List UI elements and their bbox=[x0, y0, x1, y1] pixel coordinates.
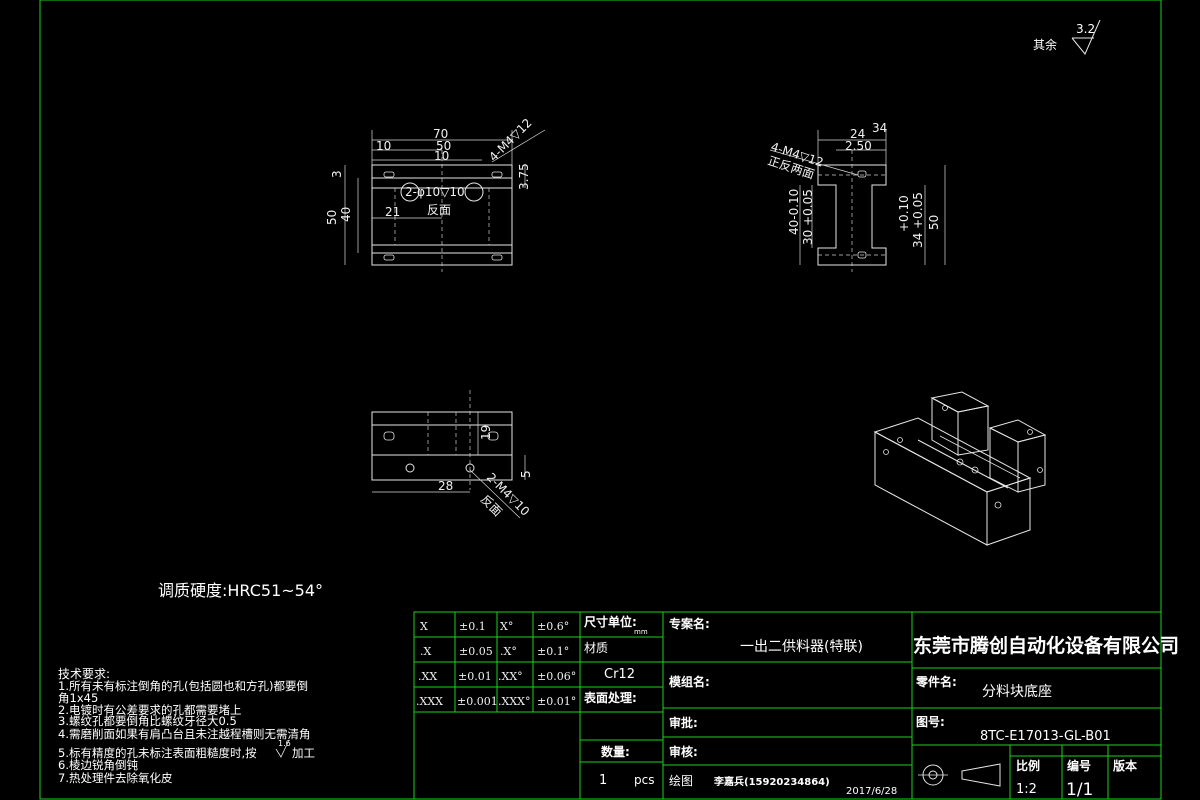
tol-r1-c4: ±0.6° bbox=[537, 620, 569, 633]
unit-label: 尺寸单位: bbox=[584, 614, 637, 629]
tol-r4-c3: .XXX° bbox=[498, 695, 531, 708]
front-dim-10a: 10 bbox=[376, 139, 391, 153]
tol-r3-c3: .XX° bbox=[498, 670, 523, 683]
surface-finish-label: 其余 bbox=[1033, 37, 1057, 52]
tol-r2-c4: ±0.1° bbox=[537, 645, 569, 658]
drawn-by: 李嘉兵(15920234864) bbox=[713, 775, 830, 788]
tech-line-1b: 角1x45 bbox=[58, 691, 98, 705]
drawn-date: 2017/6/28 bbox=[846, 786, 897, 797]
bottom-dim-19: 19 bbox=[479, 425, 493, 440]
front-dim-70: 70 bbox=[433, 127, 448, 141]
number-value: 1/1 bbox=[1066, 780, 1093, 800]
tol-r3-c1: .XX bbox=[418, 670, 437, 683]
isometric-view bbox=[873, 391, 1047, 546]
module-label: 模组名: bbox=[669, 674, 710, 689]
tech-line-5: 5.标有精度的孔未标注表面粗糙度时,按 bbox=[58, 746, 257, 760]
tech-line-4: 4.需磨削面如果有肩凸台且未注越程槽则无需清角 bbox=[58, 727, 310, 741]
bottom-hole-right bbox=[465, 463, 475, 473]
side-dim-tol: +0.10 bbox=[897, 195, 911, 232]
front-dim-3: 3 bbox=[330, 170, 344, 178]
tech-line-1: 1.所有未有标注倒角的孔(包括圆也和方孔)都要倒 bbox=[58, 679, 308, 693]
qty-value: 1 bbox=[599, 773, 607, 788]
scale-value: 1:2 bbox=[1016, 782, 1037, 797]
scale-label: 比例 bbox=[1016, 758, 1040, 773]
roughness-check-icon bbox=[1071, 19, 1101, 55]
projection-symbol-icon bbox=[918, 763, 1001, 787]
tech-line-3: 3.螺纹孔都要倒角比螺纹牙径大0.5 bbox=[58, 714, 237, 728]
side-dim-50: 50 bbox=[927, 215, 941, 230]
front-dim-reverse: 反面 bbox=[427, 203, 451, 217]
material-value: Cr12 bbox=[604, 667, 635, 682]
part-value: 分料块底座 bbox=[982, 684, 1052, 700]
qty-unit: pcs bbox=[634, 773, 654, 787]
title-block: X ±0.1 X° ±0.6° .X ±0.05 .X° ±0.1° .XX ±… bbox=[413, 611, 1179, 800]
front-dim-holes: 2-φ10▽10 bbox=[405, 185, 465, 199]
side-dim-30: 30 +0.05 bbox=[801, 189, 815, 245]
tech-line-7: 7.热处理件去除氧化皮 bbox=[58, 771, 173, 785]
side-view-outline bbox=[817, 164, 887, 266]
tol-r1-c1: X bbox=[420, 620, 428, 633]
company-name: 东莞市腾创自动化设备有限公司 bbox=[913, 634, 1179, 657]
side-dim-34: 34 bbox=[872, 121, 887, 135]
surface-finish-symbol: 其余 3.2 bbox=[1033, 19, 1101, 55]
tech-roughness-suffix: 加工 bbox=[292, 746, 315, 760]
front-dim-3-75: 3.75 bbox=[517, 163, 531, 190]
front-dim-40: 40 bbox=[339, 207, 353, 222]
tol-r3-c2: ±0.01 bbox=[458, 670, 492, 683]
tol-r2-c1: .X bbox=[420, 645, 431, 658]
tol-r4-c4: ±0.01° bbox=[537, 695, 576, 708]
tech-line-6: 6.棱边锐角倒钝 bbox=[58, 758, 138, 772]
tech-requirements: 技术要求: 1.所有未有标注倒角的孔(包括圆也和方孔)都要倒 角1x45 2.电… bbox=[58, 667, 315, 785]
tol-r2-c2: ±0.05 bbox=[459, 645, 493, 658]
side-dim-2-50: 2.50 bbox=[845, 139, 872, 153]
side-view: 24 34 2.50 4-M4▽12 正反两面 40-0.10 30 +0.05… bbox=[766, 121, 946, 272]
surface-finish-value: 3.2 bbox=[1076, 22, 1095, 36]
front-dim-10b: 10 bbox=[434, 149, 449, 163]
drawing-no-value: 8TC-E17013-GL-B01 bbox=[980, 729, 1111, 744]
tol-r1-c3: X° bbox=[500, 620, 513, 633]
hardness-note: 调质硬度:HRC51~54° bbox=[158, 581, 323, 600]
project-label: 专案名: bbox=[669, 616, 710, 631]
side-dim-40: 40-0.10 bbox=[787, 189, 801, 235]
material-label: 材质 bbox=[584, 641, 608, 655]
bottom-dim-28: 28 bbox=[438, 479, 453, 493]
tol-r4-c2: ±0.001 bbox=[457, 695, 498, 708]
front-hole-left bbox=[400, 182, 420, 202]
front-view: 70 50 10 10 4-M4▽12 3 3.75 50 40 21 2-φ1… bbox=[325, 116, 546, 272]
surface-label: 表面处理: bbox=[583, 690, 637, 705]
tech-requirements-title: 技术要求: bbox=[58, 667, 110, 681]
check-label: 审批: bbox=[669, 715, 698, 730]
bottom-view: 19 28 5 2-M4▽10 反面 bbox=[371, 390, 533, 519]
front-dim-50-vert: 50 bbox=[325, 210, 339, 225]
version-label: 版本 bbox=[1113, 758, 1137, 773]
qty-label: 数量: bbox=[601, 744, 630, 759]
tol-r3-c4: ±0.06° bbox=[537, 670, 576, 683]
number-label: 编号 bbox=[1066, 758, 1091, 773]
front-hole-right bbox=[464, 182, 484, 202]
part-label: 零件名: bbox=[915, 674, 957, 689]
tol-r4-c1: .XXX bbox=[416, 695, 443, 708]
bottom-dim-5: 5 bbox=[519, 470, 533, 478]
tol-r2-c3: .X° bbox=[500, 645, 517, 658]
tech-line-2: 2.电镀时有公差要求的孔都需要堵上 bbox=[58, 703, 241, 717]
side-dim-34-vert: 34 +0.05 bbox=[911, 192, 925, 248]
review-label: 审核: bbox=[669, 744, 698, 759]
drawn-label: 绘图 bbox=[669, 773, 693, 788]
roughness-check-icon bbox=[275, 739, 290, 758]
tech-roughness-value: 1.6 bbox=[278, 739, 291, 748]
bottom-view-outline bbox=[371, 411, 513, 481]
unit-value: mm bbox=[634, 628, 648, 636]
bottom-hole-left bbox=[405, 463, 415, 473]
drawing-no-label: 图号: bbox=[916, 714, 945, 729]
front-dim-50: 50 bbox=[436, 139, 451, 153]
side-dim-24: 24 bbox=[850, 127, 865, 141]
project-value: 一出二供料器(特联) bbox=[740, 639, 863, 655]
front-dim-21: 21 bbox=[385, 205, 400, 219]
tol-r1-c2: ±0.1 bbox=[459, 620, 486, 633]
